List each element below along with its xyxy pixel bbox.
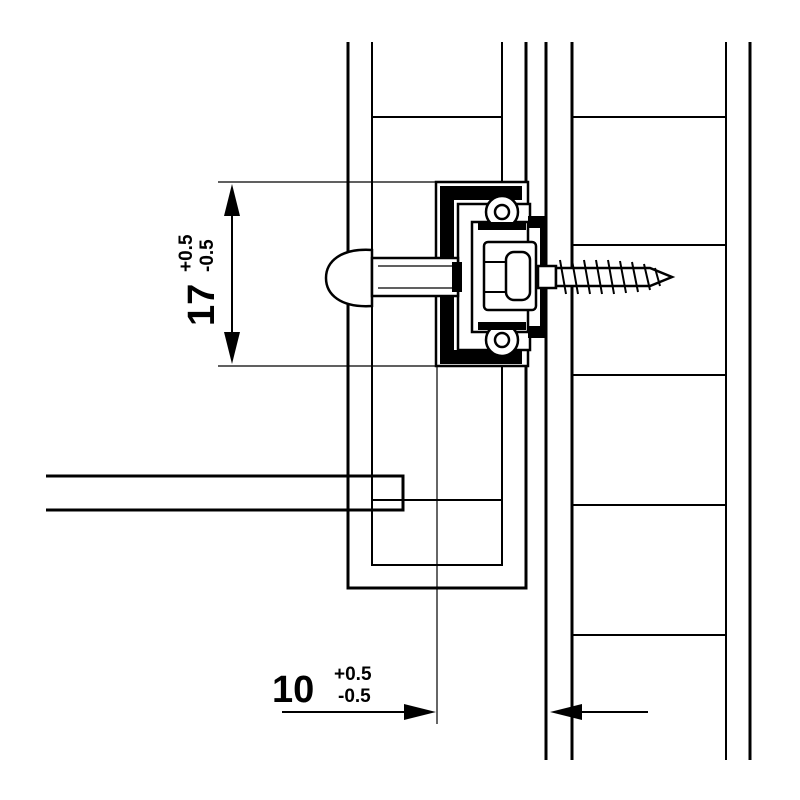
horizontal-dimension: 10 +0.5 -0.5 (272, 366, 648, 724)
cabinet-side-panel (544, 42, 752, 760)
vertical-dimension-tol-plus: +0.5 (176, 234, 197, 272)
drawer-bottom-panel (46, 474, 405, 512)
horizontal-dimension-value: 10 (272, 669, 314, 711)
fixing-bolt (324, 248, 462, 308)
horizontal-dimension-tol-plus: +0.5 (334, 664, 372, 685)
vertical-dimension-tol-minus: -0.5 (197, 239, 218, 272)
vertical-dimension: 17 +0.5 -0.5 (176, 181, 436, 367)
vertical-dimension-value: 17 (181, 284, 223, 326)
wood-screw (536, 259, 676, 295)
horizontal-dimension-tol-minus: -0.5 (338, 686, 371, 707)
